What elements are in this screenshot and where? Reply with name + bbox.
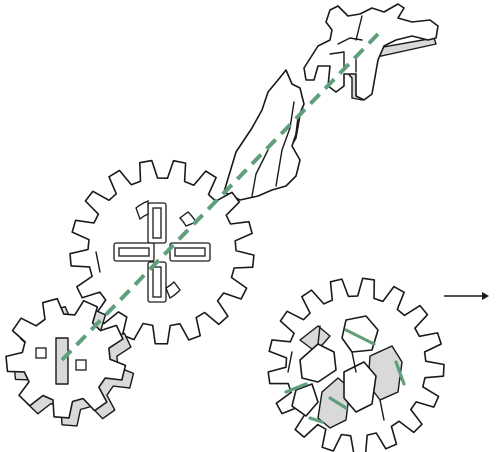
head-piece xyxy=(224,70,304,200)
assembled-model xyxy=(268,278,444,452)
arrow-right-icon xyxy=(444,292,489,300)
body-piece xyxy=(304,4,438,100)
small-gear xyxy=(6,299,134,426)
